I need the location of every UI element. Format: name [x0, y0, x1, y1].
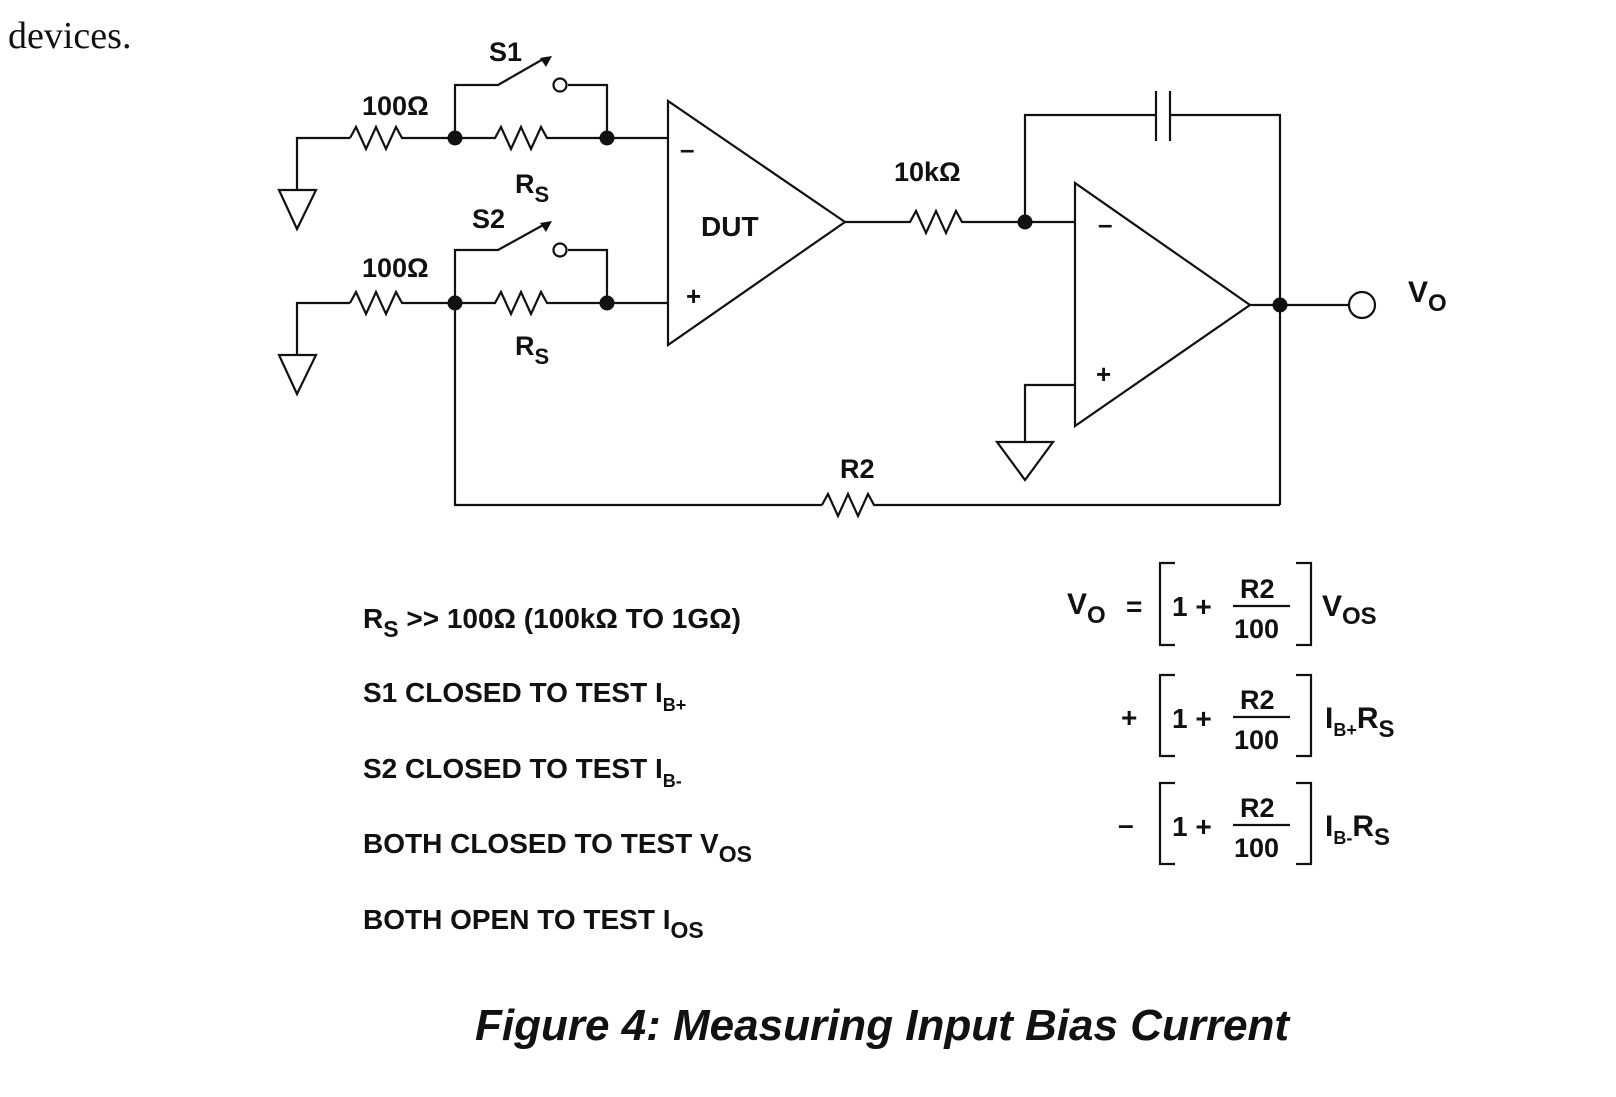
operator-minus: –: [1118, 809, 1134, 840]
bracket-left: [1158, 561, 1175, 647]
term-ib-plus-rs: IB+RS: [1325, 702, 1395, 743]
term-ib-minus-rs: IB-RS: [1325, 810, 1390, 851]
fraction-denominator: 100: [1234, 833, 1279, 863]
ground-symbol-icon: [277, 188, 318, 232]
integrator-opamp-symbol: [1073, 180, 1252, 429]
bracket-left: [1158, 781, 1175, 866]
rs-top-label: RS: [515, 169, 549, 207]
output-equation: VO = 1 + R2 100 VOS + 1 + R2 100 IB+RS –…: [1067, 561, 1395, 866]
s1-label: S1: [489, 37, 522, 67]
one-plus: 1 +: [1172, 703, 1212, 734]
dut-opamp-symbol: [666, 98, 847, 348]
bracket-right: [1296, 561, 1313, 647]
bracket-right: [1296, 781, 1313, 866]
output-terminal: [1347, 290, 1377, 320]
term-vos: VOS: [1322, 590, 1377, 630]
equation-equals: =: [1126, 591, 1142, 622]
integrator-noninverting-input-sign: +: [1096, 359, 1111, 389]
s1-contact-terminal: [552, 77, 568, 93]
circuit-wiring: [295, 57, 1349, 519]
s2-switch-arrow-icon: [540, 221, 552, 232]
note-both-closed: BOTH CLOSED TO TEST VOS: [363, 828, 752, 867]
resistor-100-top-label: 100Ω: [362, 91, 429, 121]
fraction-denominator: 100: [1234, 614, 1279, 644]
equation-lhs: VO: [1067, 588, 1106, 629]
note-s1-closed: S1 CLOSED TO TEST IB+: [363, 677, 686, 715]
output-vo-label: VO: [1408, 276, 1447, 317]
note-rs-range: RS >> 100Ω (100kΩ TO 1GΩ): [363, 603, 741, 642]
resistor-100-bottom-label: 100Ω: [362, 253, 429, 283]
dut-noninverting-input-sign: +: [686, 281, 701, 311]
resistor-r2-label: R2: [840, 454, 875, 484]
dut-inverting-input-sign: –: [680, 134, 694, 164]
one-plus: 1 +: [1172, 591, 1212, 622]
ground-symbol-icon: [994, 440, 1056, 482]
s1-switch-arrow-icon: [540, 56, 552, 67]
dut-label: DUT: [701, 211, 759, 242]
operator-plus: +: [1121, 702, 1137, 733]
one-plus: 1 +: [1172, 811, 1212, 842]
ground-symbol-icon: [277, 353, 318, 397]
fraction-numerator: R2: [1240, 793, 1275, 823]
intro-text-fragment: devices.: [8, 15, 131, 57]
note-s2-closed: S2 CLOSED TO TEST IB-: [363, 753, 682, 791]
fraction-denominator: 100: [1234, 725, 1279, 755]
figure-caption: Figure 4: Measuring Input Bias Current: [475, 1001, 1291, 1050]
note-both-open: BOTH OPEN TO TEST IOS: [363, 904, 704, 943]
bracket-right: [1296, 673, 1313, 758]
rs-bottom-label: RS: [515, 331, 549, 369]
integrator-inverting-input-sign: –: [1098, 209, 1112, 239]
fraction-numerator: R2: [1240, 685, 1275, 715]
junction-dots: [447, 130, 1288, 313]
s2-contact-terminal: [552, 242, 568, 258]
s2-label: S2: [472, 204, 505, 234]
test-conditions-list: RS >> 100Ω (100kΩ TO 1GΩ) S1 CLOSED TO T…: [363, 603, 752, 943]
resistor-10k-label: 10kΩ: [894, 157, 961, 187]
fraction-numerator: R2: [1240, 574, 1275, 604]
bracket-left: [1158, 673, 1175, 758]
